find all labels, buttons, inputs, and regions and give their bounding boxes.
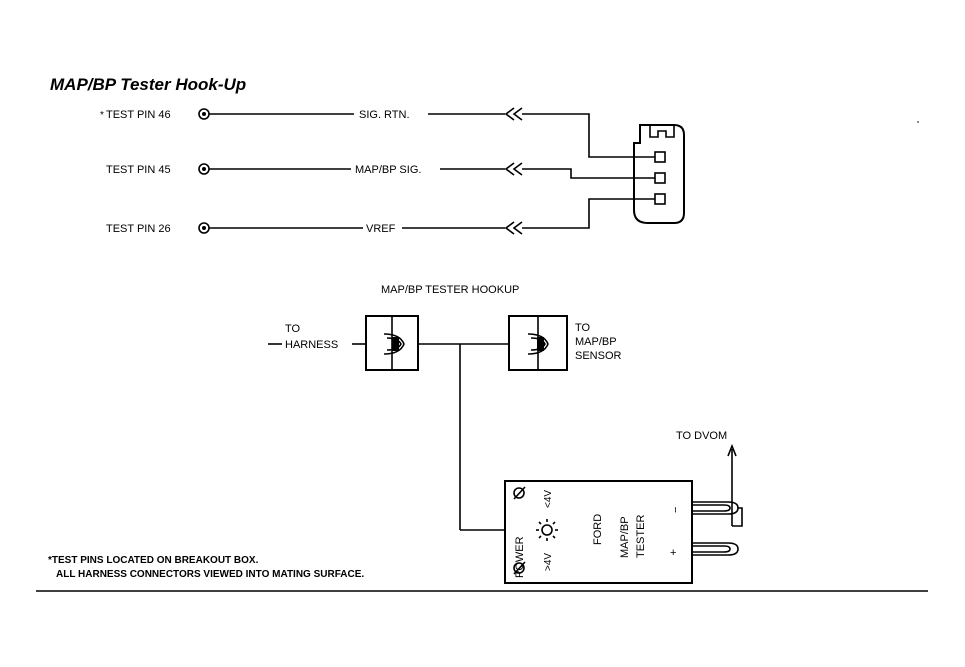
- pin-45-terminal-icon: [198, 163, 210, 175]
- pin-46-label: TEST PIN 46: [106, 109, 171, 121]
- footnote-line1: *TEST PINS LOCATED ON BREAKOUT BOX.: [48, 555, 259, 566]
- to-sensor-line2: MAP/BP: [575, 336, 617, 348]
- pin-45-signal: MAP/BP SIG.: [355, 164, 421, 176]
- diagram-title: MAP/BP Tester Hook-Up: [50, 75, 246, 94]
- pin-26-harness-wire: [522, 198, 655, 229]
- sensor-side-connector-icon: [508, 315, 568, 371]
- tester-name-line3: TESTER: [635, 515, 647, 558]
- sensor-connector-icon: [633, 124, 685, 224]
- plus-terminal-label: +: [670, 547, 676, 559]
- dvom-arrow-icon: [727, 443, 737, 457]
- test-pin-26-row: TEST PIN 26 VREF: [106, 198, 655, 235]
- harness-connector-icon: [365, 315, 419, 371]
- to-harness-line1: TO: [285, 323, 301, 335]
- pin-46-asterisk: *: [100, 110, 104, 121]
- minus-jack-icon: [692, 501, 739, 515]
- hookup-title: MAP/BP TESTER HOOKUP: [381, 284, 519, 296]
- lt4v-label: <4V: [543, 490, 554, 508]
- indicator-light-icon: [536, 519, 558, 541]
- pin-46-terminal-icon: [198, 108, 210, 120]
- pin-46-signal: SIG. RTN.: [359, 109, 410, 121]
- pin-46-harness-wire: [522, 113, 655, 158]
- minus-terminal-label: −: [670, 507, 682, 513]
- pin-26-signal: VREF: [366, 223, 396, 235]
- to-dvom-label: TO DVOM: [676, 430, 727, 442]
- plus-jack-icon: [692, 542, 739, 556]
- test-pin-45-row: TEST PIN 45 MAP/BP SIG.: [106, 162, 655, 179]
- pin-45-label: TEST PIN 45: [106, 164, 171, 176]
- to-harness-line2: HARNESS: [285, 339, 338, 351]
- gt4v-label: >4V: [543, 553, 554, 571]
- speck: [917, 121, 919, 123]
- power-switch-icon: [513, 486, 526, 575]
- pin-26-label: TEST PIN 26: [106, 223, 171, 235]
- to-sensor-line1: TO: [575, 322, 591, 334]
- power-label: POWER: [514, 536, 526, 578]
- tester-name-line2: MAP/BP: [619, 516, 631, 558]
- test-pin-46-row: * TEST PIN 46 SIG. RTN.: [100, 107, 655, 158]
- pin-26-terminal-icon: [198, 222, 210, 234]
- pin-46-connector-icon: [504, 107, 523, 121]
- pin-45-connector-icon: [504, 162, 523, 176]
- ford-map-bp-tester: POWER >4V <4V FORD MAP/BP TESTER − +: [504, 480, 693, 584]
- footnote-line2: ALL HARNESS CONNECTORS VIEWED INTO MATIN…: [56, 569, 364, 580]
- pin-26-connector-icon: [504, 221, 523, 235]
- pin-45-harness-wire: [522, 168, 655, 179]
- to-sensor-line3: SENSOR: [575, 350, 622, 362]
- minus-lead-wire: [732, 507, 743, 527]
- tester-brand: FORD: [592, 514, 604, 545]
